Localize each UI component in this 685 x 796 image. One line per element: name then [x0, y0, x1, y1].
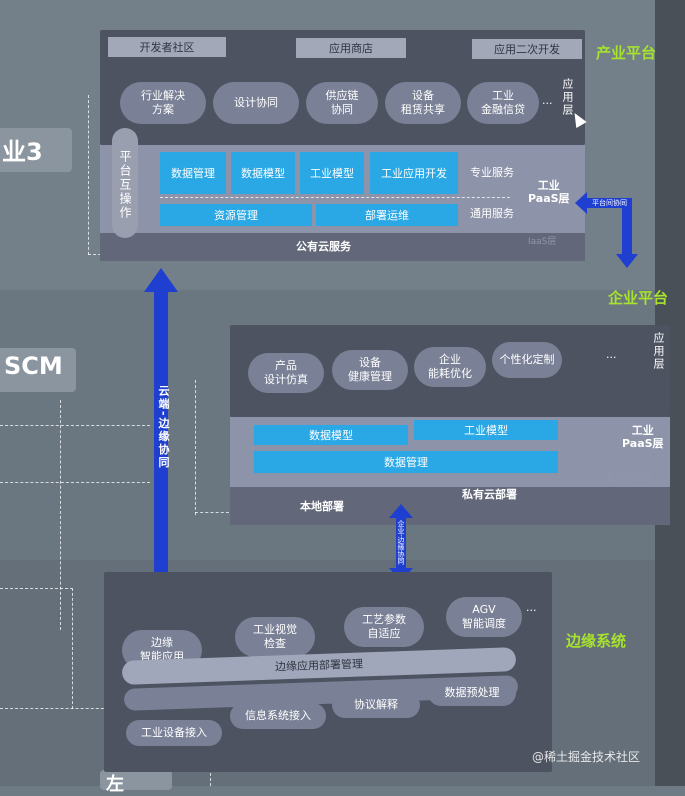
paas-industrial-app-dev: 工业应用开发: [370, 152, 458, 194]
paas-deploy-ops: 部署运维: [316, 204, 458, 226]
cloud-edge-arrow-shaft: [154, 290, 168, 590]
enterprise-edge-label: 企业-边缘协同: [397, 520, 405, 565]
enterprise-paas-label: 工业 PaaS层: [622, 424, 664, 450]
edge-data-preprocess: 数据预处理: [428, 680, 516, 706]
common-service-label: 通用服务: [470, 207, 514, 220]
interop-bar: [112, 128, 138, 238]
dashed-line: [195, 380, 196, 515]
app-personalized-custom: 个性化定制: [492, 342, 562, 378]
edge-app-vision: 工业视觉 检查: [235, 617, 315, 657]
cloud-edge-label: 云端-边缘协同: [157, 385, 170, 470]
enterprise-edge-arrow-shaft: [396, 512, 406, 572]
dashed-line: [0, 482, 150, 483]
app-equipment-health: 设备 健康管理: [332, 350, 408, 390]
edge-app-agv: AGV 智能调度: [446, 597, 522, 637]
arrow-down-icon: [616, 254, 638, 268]
platform-link-label: 平台间协同: [592, 199, 627, 207]
arrow-up-icon: [144, 268, 178, 292]
edge-info-system-access: 信息系统接入: [230, 703, 326, 729]
dashed-line: [60, 400, 61, 630]
tab-app-secondary-dev[interactable]: 应用二次开发: [472, 39, 582, 59]
ent-data-management: 数据管理: [254, 451, 558, 473]
industry-paas-label: 工业 PaaS层: [528, 179, 570, 205]
app-design-collaboration: 设计协同: [213, 82, 299, 124]
edge-industrial-device-access: 工业设备接入: [126, 720, 222, 746]
arrow-up-icon: [389, 504, 413, 518]
private-cloud-label: 私有云部署: [462, 488, 517, 501]
pro-service-label: 专业服务: [470, 166, 514, 179]
enterprise-infra-panel: [230, 487, 670, 525]
apps-more: ...: [526, 601, 537, 614]
paas-data-model: 数据模型: [231, 152, 295, 194]
apps-more: ...: [542, 94, 553, 107]
arrow-left-icon: [575, 192, 587, 214]
tab-app-store[interactable]: 应用商店: [296, 38, 406, 58]
ent-industrial-model: 工业模型: [414, 420, 558, 440]
local-deploy-label: 本地部署: [300, 500, 344, 513]
paas-data-management: 数据管理: [160, 152, 226, 194]
platform-link-vertical: [622, 198, 632, 254]
app-supply-chain: 供应链 协同: [306, 82, 378, 124]
enterprise-platform-title: 企业平台: [608, 289, 669, 307]
interop-label: 平台互操作: [118, 150, 132, 220]
edge-protocol-parse: 协议解释: [332, 692, 420, 718]
paas-industrial-model: 工业模型: [300, 152, 364, 194]
paas-resource-management: 资源管理: [160, 204, 312, 226]
app-energy-optimization: 企业 能耗优化: [414, 347, 486, 387]
background-label-scm: SCM: [0, 348, 76, 392]
industry-platform-title: 产业平台: [596, 44, 657, 62]
app-layer-label: 应用层: [561, 78, 574, 117]
watermark: @稀土掘金技术社区: [532, 750, 641, 764]
app-industry-solution: 行业解决 方案: [120, 82, 206, 124]
dashed-line: [88, 95, 89, 255]
edge-system-title: 边缘系统: [566, 632, 627, 650]
public-cloud-label: 公有云服务: [296, 240, 351, 253]
app-industrial-finance: 工业 金融信贷: [467, 82, 539, 124]
background-label-top: 业3: [0, 128, 72, 172]
ent-data-model: 数据模型: [254, 425, 408, 445]
dashed-divider: [160, 197, 510, 198]
infra-label: 基础设施层: [606, 473, 652, 483]
apps-more: ...: [606, 348, 617, 361]
edge-app-process-param: 工艺参数 自适应: [344, 607, 424, 647]
background-label-bottom: 左: [100, 770, 172, 795]
industry-iaas-panel: [100, 233, 585, 261]
app-product-design-sim: 产品 设计仿真: [248, 353, 324, 393]
dashed-line: [0, 425, 150, 426]
tab-developer-community[interactable]: 开发者社区: [108, 37, 226, 57]
iaas-label: IaaS层: [528, 237, 557, 247]
app-equipment-leasing: 设备 租赁共享: [385, 82, 461, 124]
platform-link-bar: [583, 198, 631, 208]
app-layer-label: 应用层: [652, 332, 665, 371]
dashed-box: [0, 588, 73, 709]
